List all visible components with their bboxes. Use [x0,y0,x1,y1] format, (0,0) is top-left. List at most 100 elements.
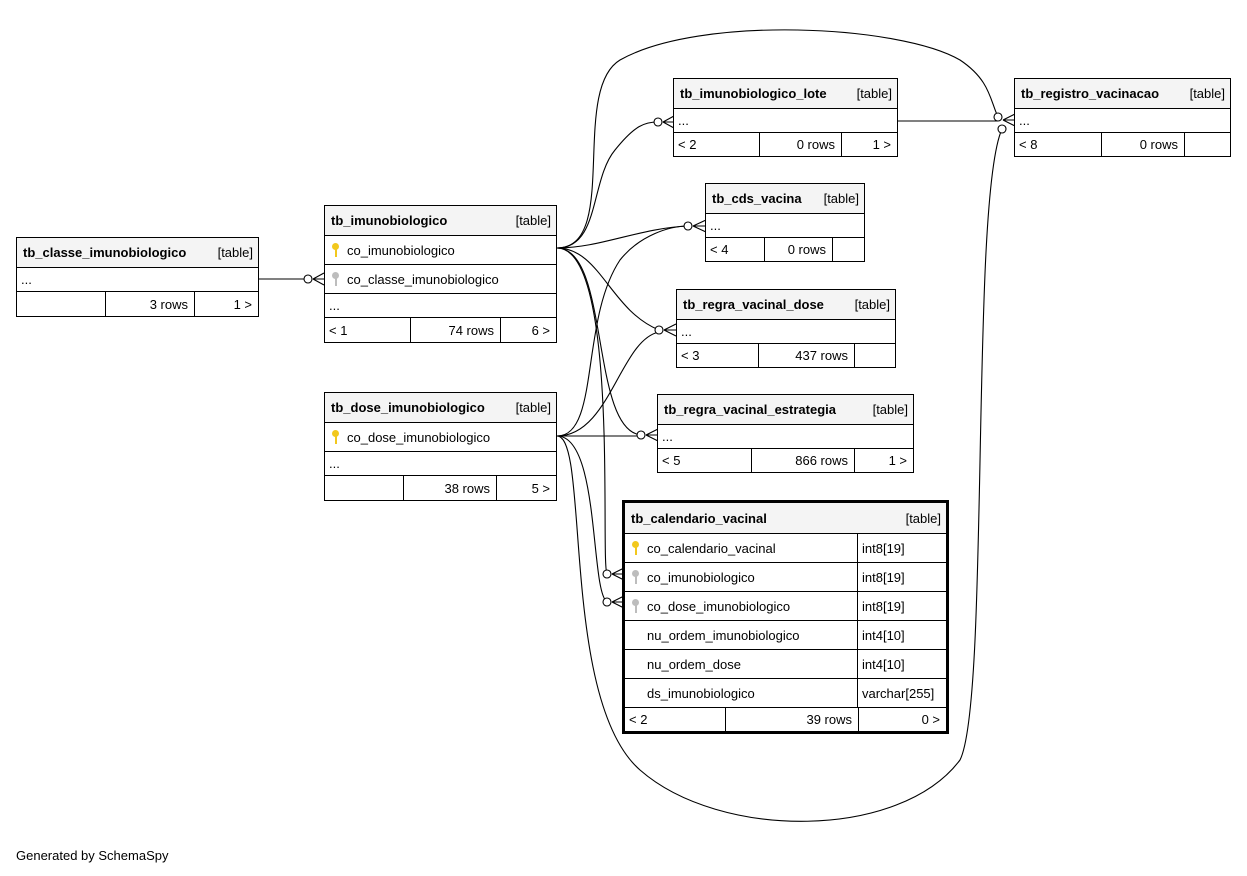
parents-count: < 2 [629,712,648,727]
children-count: 5 > [496,476,556,500]
table-tb-calendario-vacinal[interactable]: tb_calendario_vacinal [table] co_calenda… [622,500,949,734]
column-row[interactable]: co_imunobiologico [325,235,556,264]
column-type: int4[10] [857,650,946,678]
blank-key-slot [631,657,641,671]
more-columns: ... [678,113,689,128]
table-name: tb_imunobiologico_lote [680,86,827,101]
column-name: co_classe_imunobiologico [347,271,499,287]
table-header: tb_imunobiologico [table] [325,206,556,235]
more-columns: ... [681,324,692,339]
table-tb-dose-imunobiologico[interactable]: tb_dose_imunobiologico [table] co_dose_i… [324,392,557,501]
table-name: tb_registro_vacinacao [1021,86,1160,101]
row-count: 3 rows [105,292,194,316]
table-kind: [table] [515,400,551,415]
column-name: ds_imunobiologico [647,685,755,701]
more-columns: ... [21,272,32,287]
table-tb-imunobiologico[interactable]: tb_imunobiologico [table] co_imunobiolog… [324,205,557,343]
row-count: 74 rows [410,318,500,342]
edge-dose-calendario [556,435,608,603]
table-header: tb_cds_vacina [table] [706,184,864,213]
foreign-key-icon [631,570,641,584]
table-name: tb_imunobiologico [331,213,448,228]
column-row[interactable]: nu_ordem_dose int4[10] [625,649,946,678]
table-kind: [table] [905,510,941,526]
column-name: co_dose_imunobiologico [647,598,791,614]
parents-count: < 4 [710,242,729,257]
children-count: 6 > [500,318,556,342]
blank-key-slot [631,628,641,642]
parents-count: < 1 [329,322,348,338]
foreign-key-icon [331,272,341,286]
more-columns: ... [710,218,721,233]
generated-by-note: Generated by SchemaSpy [16,848,169,863]
column-type: int8[19] [857,592,946,620]
table-tb-imunobiologico-lote[interactable]: tb_imunobiologico_lote [table] ... < 2 0… [673,78,898,157]
table-header: tb_regra_vacinal_estrategia [table] [658,395,913,424]
column-name: nu_ordem_imunobiologico [647,627,800,643]
edge-imuno-regraestr [556,247,642,436]
table-footer: < 4 0 rows [706,237,864,261]
edge-imuno-registro [556,29,999,249]
table-kind: [table] [515,213,551,228]
children-count [832,238,864,261]
row-count: 0 rows [759,133,841,156]
edge-imuno-regradose [556,247,660,331]
table-tb-regra-vacinal-estrategia[interactable]: tb_regra_vacinal_estrategia [table] ... … [657,394,914,473]
table-tb-registro-vacinacao[interactable]: tb_registro_vacinacao [table] ... < 8 0 … [1014,78,1231,157]
column-row[interactable]: ds_imunobiologico varchar[255] [625,678,946,707]
column-name: nu_ordem_dose [647,656,741,672]
table-name: tb_dose_imunobiologico [331,400,485,415]
column-name: co_imunobiologico [647,569,755,585]
table-tb-classe-imunobiologico[interactable]: tb_classe_imunobiologico [table] ... 3 r… [16,237,259,317]
children-count: 1 > [854,449,913,472]
column-name: co_imunobiologico [347,242,455,258]
edge-dose-cds [556,225,689,437]
table-kind: [table] [217,245,253,260]
column-row[interactable]: co_dose_imunobiologico [325,422,556,451]
column-row[interactable]: co_calendario_vacinal int8[19] [625,533,946,562]
table-kind: [table] [872,402,908,417]
more-columns: ... [1019,113,1030,128]
edge-dose-registro [556,128,1003,822]
column-row[interactable]: nu_ordem_imunobiologico int4[10] [625,620,946,649]
table-name: tb_regra_vacinal_estrategia [664,402,836,417]
primary-key-icon [331,430,341,444]
table-kind: [table] [856,86,892,101]
row-count: 0 rows [764,238,832,261]
more-columns: ... [329,298,340,313]
table-footer: 3 rows 1 > [17,291,258,316]
column-row[interactable]: co_imunobiologico int8[19] [625,562,946,591]
parents-count: < 8 [1019,137,1038,152]
parents-count: < 3 [681,348,700,363]
table-header: tb_registro_vacinacao [table] [1015,79,1230,108]
row-count: 39 rows [725,708,858,731]
row-count: 0 rows [1101,133,1184,156]
blank-key-slot [631,686,641,700]
table-tb-regra-vacinal-dose[interactable]: tb_regra_vacinal_dose [table] ... < 3 43… [676,289,896,368]
children-count: 0 > [858,708,946,731]
column-row[interactable]: co_classe_imunobiologico [325,264,556,293]
column-name: co_dose_imunobiologico [347,429,491,445]
edge-imuno-lote [556,121,659,249]
table-kind: [table] [854,297,890,312]
children-count [1184,133,1230,156]
column-name: co_calendario_vacinal [647,540,776,556]
row-count: 38 rows [403,476,496,500]
table-name: tb_classe_imunobiologico [23,245,187,260]
table-footer: < 8 0 rows [1015,132,1230,156]
table-tb-cds-vacina[interactable]: tb_cds_vacina [table] ... < 4 0 rows [705,183,865,262]
parents-count [325,476,403,500]
column-row[interactable]: co_dose_imunobiologico int8[19] [625,591,946,620]
table-header: tb_classe_imunobiologico [table] [17,238,258,267]
children-count: 1 > [194,292,258,316]
table-name: tb_regra_vacinal_dose [683,297,824,312]
row-count: 437 rows [758,344,854,367]
table-header: tb_dose_imunobiologico [table] [325,393,556,422]
table-footer: 38 rows 5 > [325,475,556,500]
table-footer: < 2 39 rows 0 > [625,707,946,731]
edge-dose-regradose [556,331,660,437]
more-columns: ... [329,456,340,471]
parents-count: < 5 [662,453,681,468]
table-header: tb_regra_vacinal_dose [table] [677,290,895,319]
column-type: varchar[255] [857,679,946,707]
